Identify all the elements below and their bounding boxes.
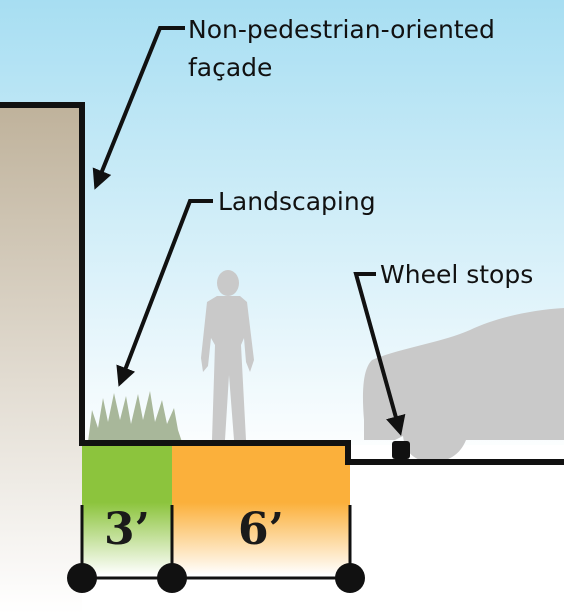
facade-leader-line bbox=[92, 26, 185, 190]
landscape-strip bbox=[82, 443, 172, 575]
dimension-dot-middle bbox=[157, 563, 187, 593]
dimension-dot-left bbox=[67, 563, 97, 593]
facade-label-line2: façade bbox=[188, 53, 273, 82]
walkway-strip bbox=[172, 443, 350, 575]
wheel-stops-leader-line bbox=[353, 272, 406, 436]
landscaping-label: Landscaping bbox=[218, 187, 376, 216]
wheel-stop bbox=[392, 441, 410, 459]
building-wall bbox=[0, 105, 82, 614]
landscaping-grass bbox=[88, 391, 182, 442]
car-silhouette bbox=[362, 308, 564, 462]
pedestrian-silhouette bbox=[201, 270, 254, 440]
walkway-width-label: 6’ bbox=[238, 504, 284, 555]
landscaping-leader-line bbox=[116, 199, 213, 387]
dimension-dot-right bbox=[335, 563, 365, 593]
wheel-stops-label: Wheel stops bbox=[380, 260, 534, 289]
landscape-width-label: 3’ bbox=[104, 504, 150, 555]
ground-outline bbox=[0, 102, 564, 465]
facade-label-line1: Non-pedestrian-oriented bbox=[188, 15, 495, 44]
